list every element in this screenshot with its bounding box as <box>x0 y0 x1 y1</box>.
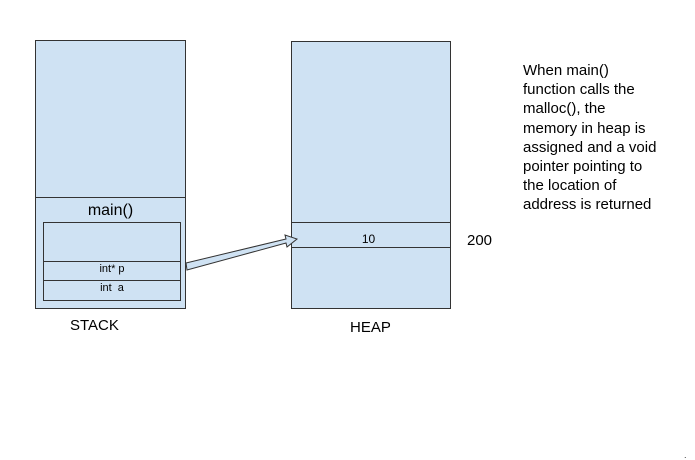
stack-caption: STACK <box>70 317 119 334</box>
heap-block-bottom <box>291 247 451 248</box>
stack-divider <box>35 197 186 198</box>
corner-mark: . <box>684 450 687 460</box>
int-variable-label: int a <box>100 282 124 294</box>
heap-region <box>291 41 451 309</box>
heap-block-value: 10 <box>361 232 376 246</box>
heap-block-top <box>291 222 451 223</box>
heap-caption: HEAP <box>350 319 391 336</box>
arrow-shape <box>185 234 299 271</box>
explanation-note: When main() function calls the malloc(),… <box>523 62 657 214</box>
heap-address-label: 200 <box>467 232 493 249</box>
pointer-variable-label: int* p <box>99 263 125 275</box>
frame-divider <box>43 261 181 262</box>
main-frame-title: main() <box>87 202 134 219</box>
frame-divider <box>43 280 181 281</box>
